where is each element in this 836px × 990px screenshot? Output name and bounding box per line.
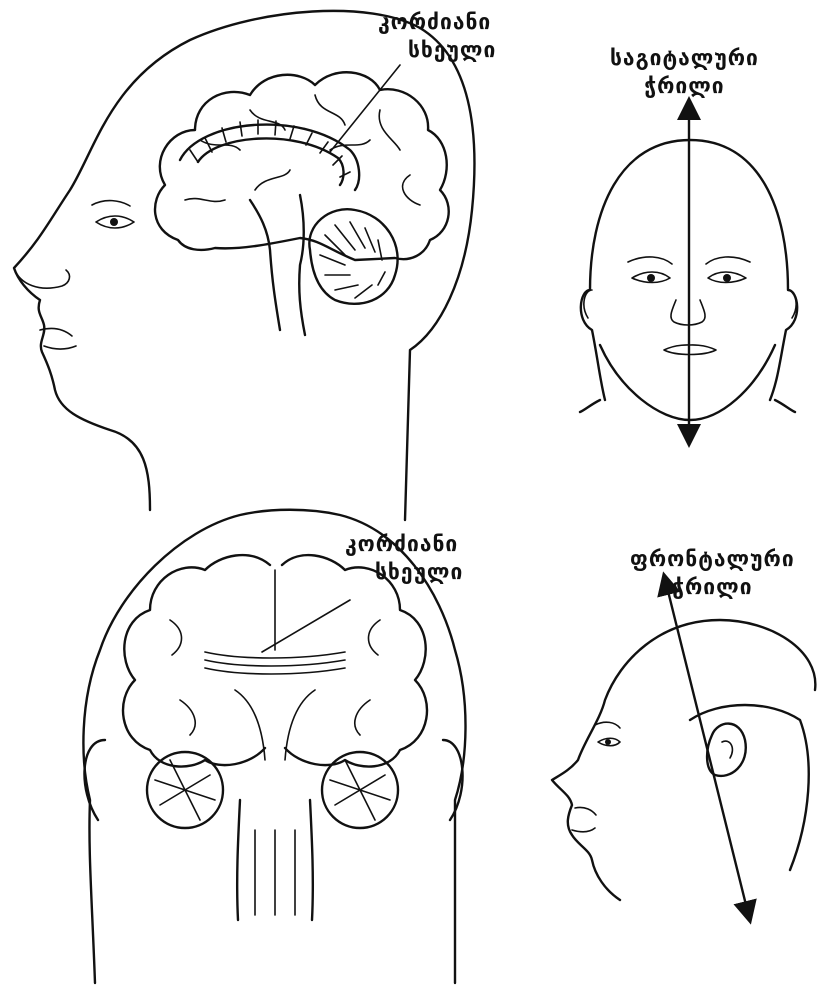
sagittal-plane-label: საგიტალური ჭრილი: [610, 44, 759, 100]
frontal-plane-label: ფრონტალური ჭრილი: [630, 545, 795, 601]
label-line-1: კორძიანი: [345, 530, 463, 558]
label-line-1: ფრონტალური: [630, 545, 795, 573]
label-line-1: კორძიანი: [378, 8, 496, 36]
sagittal-plane-face: [580, 108, 797, 436]
label-line-1: საგიტალური: [610, 44, 759, 72]
corpus-callosum-label-top: კორძიანი სხეული: [378, 8, 496, 64]
corpus-callosum-label-bottom: კორძიანი სხეული: [345, 530, 463, 586]
frontal-plane-profile: [552, 583, 815, 913]
label-line-2: ჭრილი: [610, 72, 759, 100]
label-line-2: სხეული: [345, 558, 463, 586]
label-line-2: ჭრილი: [630, 573, 795, 601]
label-line-2: სხეული: [378, 36, 496, 64]
sagittal-brain-head: [14, 11, 474, 520]
